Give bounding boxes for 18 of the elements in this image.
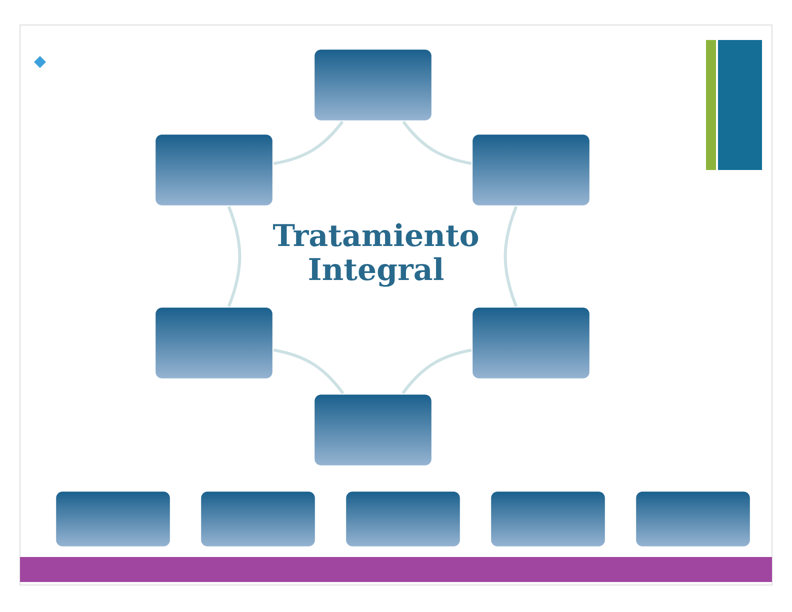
gradient-box	[313, 393, 433, 467]
gradient-box	[490, 490, 606, 548]
gradient-box	[54, 490, 172, 548]
gradient-box	[200, 490, 316, 548]
gradient-box	[471, 133, 591, 207]
gradient-box	[313, 48, 433, 122]
gradient-box	[154, 306, 274, 380]
gradient-box	[634, 490, 752, 548]
connector-arc	[402, 120, 472, 165]
connector-arc	[273, 120, 344, 166]
gradient-box	[471, 306, 591, 380]
connector-arc	[504, 206, 518, 307]
gradient-box	[154, 133, 274, 207]
connector-arc	[273, 348, 344, 394]
gradient-box	[344, 490, 462, 548]
title-text: Tratamiento Integral	[273, 223, 478, 287]
connector-arc	[227, 206, 242, 307]
connector-arc	[402, 348, 472, 394]
